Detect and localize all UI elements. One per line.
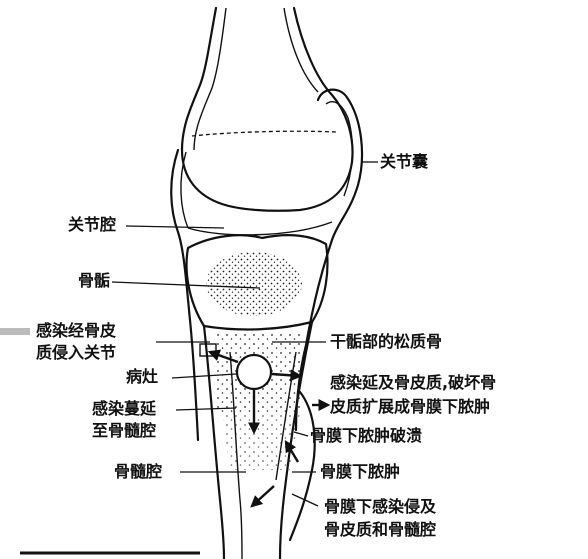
label-joint-capsule: 关节囊: [380, 151, 428, 173]
joint-capsule-left: [171, 150, 198, 440]
label-subperiosteal-infection-1: 骨膜下感染侵及: [324, 496, 436, 518]
label-joint-cavity: 关节腔: [68, 214, 116, 236]
joint-cavity: [188, 222, 332, 235]
ossification-center: [206, 252, 302, 316]
label-subperiosteal-abscess: 骨膜下脓肿: [320, 461, 400, 483]
femur-outline: [182, 8, 353, 211]
joint-capsule-inner: [326, 102, 352, 196]
label-lesion: 病灶: [126, 366, 158, 388]
left-gray-bar: [0, 328, 30, 335]
femur-inner-line: [194, 8, 226, 150]
label-spread-marrow-1: 感染蔓延: [92, 398, 156, 420]
label-infect-joint-2: 质侵入关节: [36, 342, 116, 364]
label-metaphysis: 干骺部的松质骨: [330, 331, 442, 353]
label-epiphysis: 骨骺: [78, 270, 110, 292]
label-abscess-rupture: 骨膜下脓肿破溃: [310, 425, 422, 447]
label-infect-joint-1: 感染经骨皮: [36, 320, 116, 342]
label-infect-cortex-1: 感染延及骨皮质,破坏骨: [330, 372, 496, 394]
femur-inner-line-right: [284, 8, 318, 92]
label-marrow-cavity: 骨髓腔: [114, 461, 162, 483]
label-spread-marrow-2: 至骨髓腔: [92, 420, 156, 442]
spongy-lower: [222, 412, 300, 470]
lesion: [237, 355, 271, 389]
label-infect-cortex-2: 皮质扩展成骨膜下脓肿: [330, 396, 490, 418]
label-subperiosteal-infection-2: 骨皮质和骨髓腔: [324, 519, 436, 541]
femur-growth-plate: [192, 131, 336, 136]
